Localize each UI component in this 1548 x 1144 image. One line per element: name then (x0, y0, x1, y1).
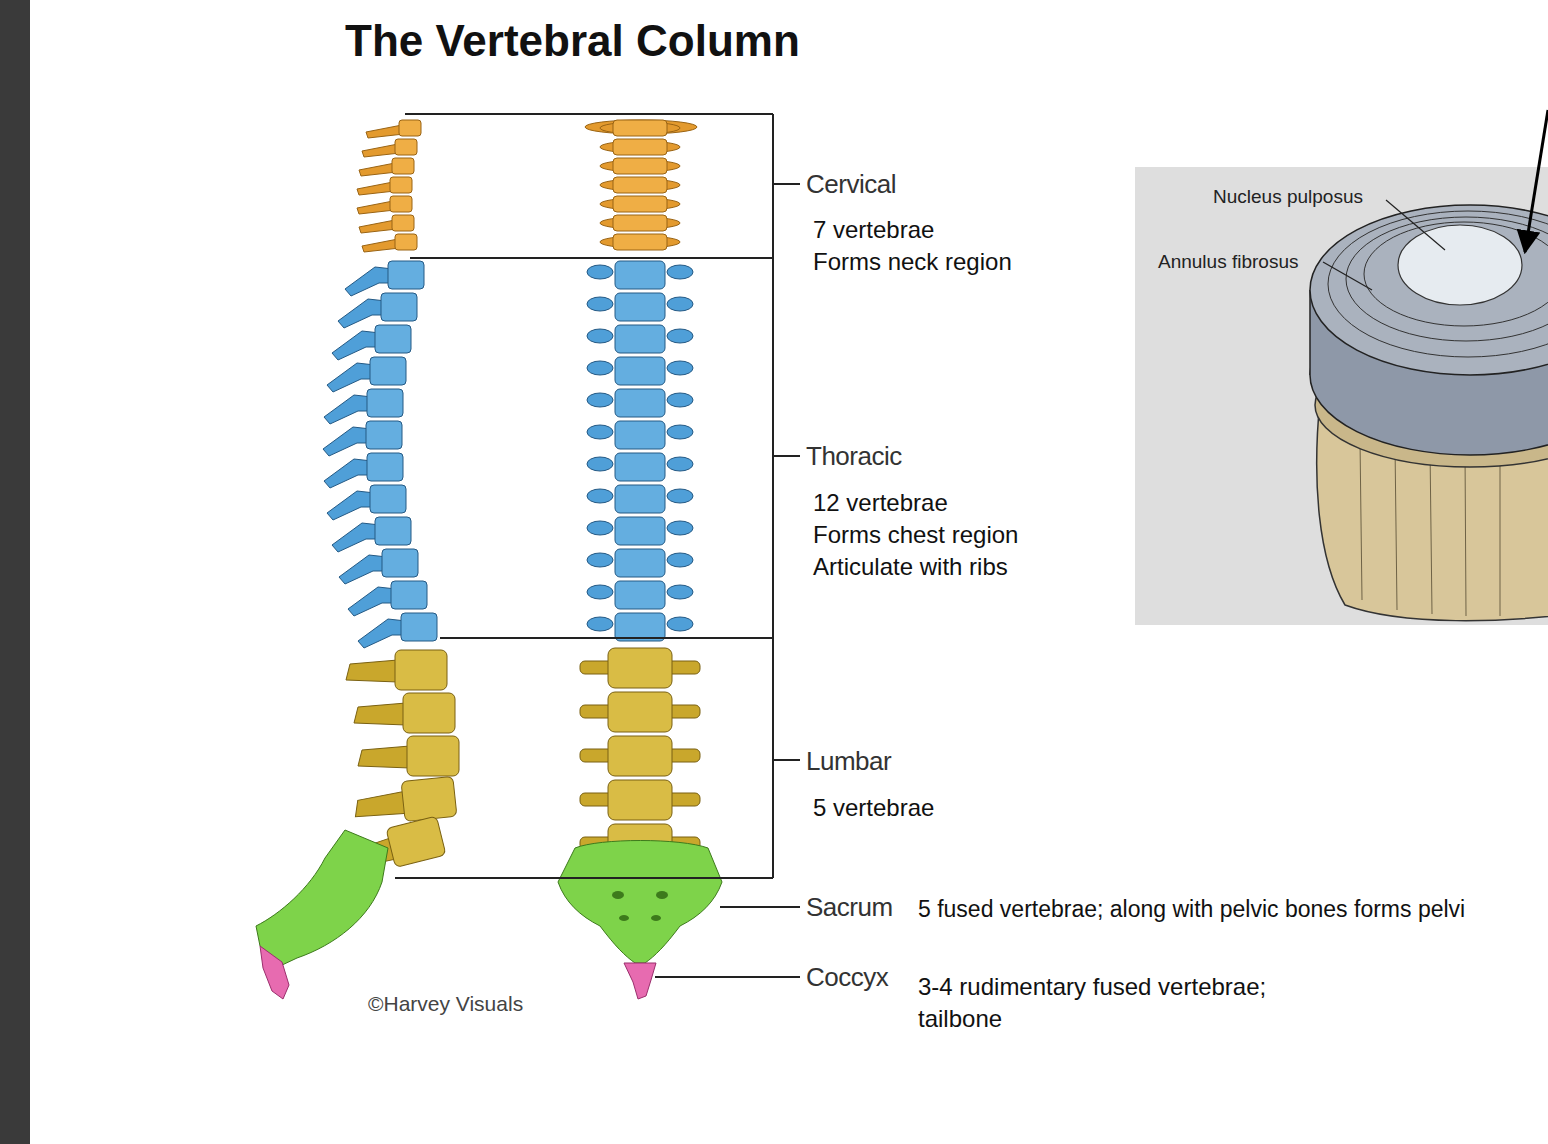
cervical-vertebra (600, 196, 680, 212)
region-name: Coccyx (806, 962, 888, 993)
thoracic-vertebra (332, 517, 411, 552)
thoracic-vertebra (327, 485, 406, 520)
bracket-line (440, 637, 773, 639)
region-note: 3-4 rudimentary fused vertebrae; (918, 972, 1266, 1001)
cervical-vertebra (600, 177, 680, 193)
thoracic-vertebra (358, 613, 437, 648)
bracket-line (395, 877, 773, 879)
cervical-vertebra (362, 234, 417, 252)
thoracic-vertebra (587, 581, 693, 609)
thoracic-vertebra (587, 293, 693, 321)
window-edge (0, 0, 30, 1144)
thoracic-vertebra (587, 485, 693, 513)
annulus-ring (1346, 217, 1548, 341)
sacrum (558, 841, 722, 964)
nucleus-pulposus (1398, 225, 1522, 305)
annulus-fibrosus (1310, 205, 1548, 375)
sacral-foramen (619, 915, 629, 921)
part-label: Annulus fibrosus (1158, 250, 1298, 273)
region-note: Forms chest region (813, 520, 1018, 549)
cervical-vertebra (366, 120, 421, 138)
bracket-line (405, 113, 773, 115)
leader-line (1323, 262, 1372, 290)
bracket-line (772, 114, 774, 878)
thoracic-vertebra (587, 517, 693, 545)
thoracic-vertebra (338, 293, 417, 328)
region-note: 5 vertebrae (813, 793, 934, 822)
lumbar-vertebra (354, 693, 455, 733)
cervical-vertebra (600, 139, 680, 155)
thoracic-vertebra (587, 421, 693, 449)
thoracic-vertebra (324, 453, 403, 488)
leader-line (773, 183, 800, 185)
thoracic-vertebra (324, 389, 403, 424)
leader-line (773, 455, 800, 457)
region-note: Articulate with ribs (813, 552, 1008, 581)
thoracic-vertebra (323, 421, 402, 456)
lumbar-vertebra (580, 780, 700, 820)
cervical-vertebra (600, 234, 680, 250)
leader-line (720, 906, 800, 908)
thoracic-vertebra (327, 357, 406, 392)
region-note: 12 vertebrae (813, 488, 948, 517)
lumbar-vertebra (580, 692, 700, 732)
lumbar-vertebra (580, 648, 700, 688)
region-name: Lumbar (806, 746, 891, 777)
thoracic-vertebra (587, 613, 693, 641)
cervical-vertebra (359, 215, 414, 233)
region-name: Sacrum (806, 892, 893, 923)
thoracic-vertebra (587, 261, 693, 289)
copyright-note: ©Harvey Visuals (368, 991, 523, 1016)
thoracic-vertebra (587, 357, 693, 385)
thoracic-vertebra (345, 261, 424, 296)
part-label: Nucleus pulposus (1213, 185, 1363, 208)
cervical-vertebra (359, 158, 414, 176)
leader-line (655, 976, 800, 978)
leader-line (773, 759, 800, 761)
thoracic-vertebra (332, 325, 411, 360)
disc-illustration (1135, 167, 1548, 625)
thoracic-vertebra (587, 549, 693, 577)
thoracic-vertebra (587, 453, 693, 481)
leader-line (1386, 200, 1445, 250)
diagram-title: The Vertebral Column (345, 14, 800, 67)
region-note: tailbone (918, 1004, 1002, 1033)
lumbar-vertebra (358, 736, 459, 776)
thoracic-vertebra (339, 549, 418, 584)
region-note: 7 vertebrae (813, 215, 934, 244)
cervical-vertebra (600, 120, 680, 136)
region-note: Forms neck region (813, 247, 1012, 276)
sacrum (256, 830, 388, 966)
region-name: Cervical (806, 169, 896, 200)
disc-edge (1309, 290, 1311, 375)
sacral-foramen (656, 891, 668, 899)
region-name: Thoracic (806, 441, 902, 472)
cervical-vertebra (362, 139, 417, 157)
sacral-foramen (651, 915, 661, 921)
cervical-vertebra (357, 196, 412, 214)
lateral-spine (256, 120, 459, 999)
region-brackets (395, 114, 800, 977)
bracket-line (410, 257, 773, 259)
cervical-vertebra (357, 177, 412, 195)
lumbar-vertebra (346, 650, 447, 690)
sacral-foramen (612, 891, 624, 899)
thoracic-vertebra (348, 581, 427, 616)
thoracic-vertebra (587, 325, 693, 353)
cervical-vertebra (600, 158, 680, 174)
annulus-ring (1364, 222, 1548, 326)
anterior-spine (558, 120, 722, 999)
pointer-arrow (1525, 110, 1548, 252)
lumbar-vertebra (580, 736, 700, 776)
coccyx (624, 963, 656, 999)
cervical-vertebra (600, 215, 680, 231)
region-note: 5 fused vertebrae; along with pelvic bon… (918, 895, 1465, 923)
lumbar-vertebra (352, 776, 457, 826)
thoracic-vertebra (587, 389, 693, 417)
coccyx (260, 946, 289, 999)
